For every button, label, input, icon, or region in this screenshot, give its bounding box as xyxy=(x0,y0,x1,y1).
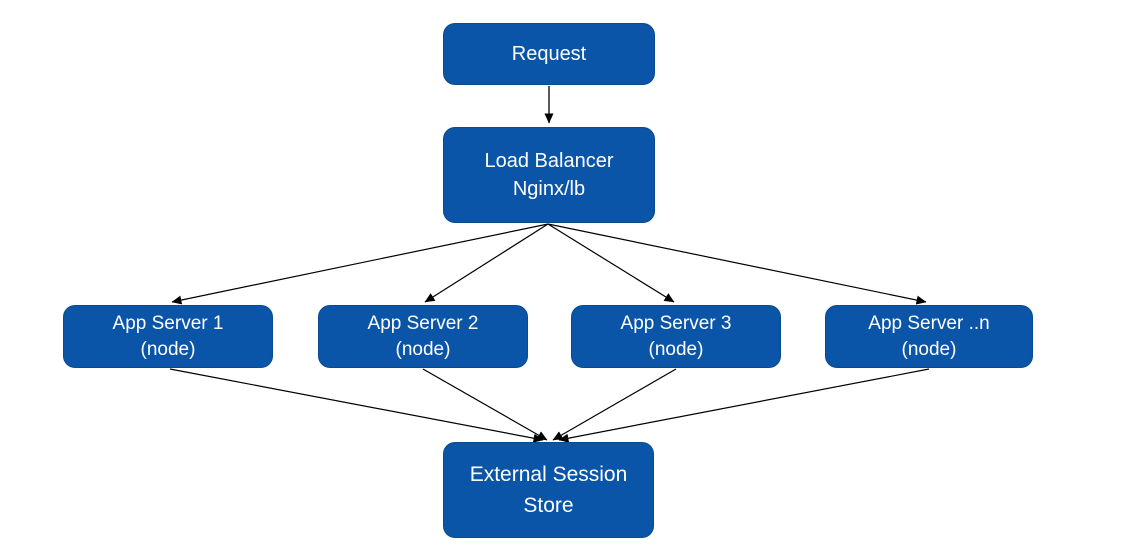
node-session-store: External Session Store xyxy=(443,442,654,538)
node-app-server-1-label-line1: App Server 1 xyxy=(112,312,224,334)
edge-app-server-2-to-session-store xyxy=(422,368,548,441)
node-app-server-3-label-line2: (node) xyxy=(648,338,704,360)
node-app-server-1-label-line2: (node) xyxy=(140,338,196,360)
edge-load-balancer-to-app-server-1 xyxy=(171,223,549,305)
node-app-server-2-label-line2: (node) xyxy=(395,338,451,360)
edge-load-balancer-to-app-server-n xyxy=(547,223,927,305)
node-app-server-2-label-line1: App Server 2 xyxy=(367,312,479,334)
node-load-balancer: Load Balancer Nginx/lb xyxy=(443,127,655,223)
edge-app-server-n-to-session-store xyxy=(558,368,930,443)
node-app-server-n-label-line2: (node) xyxy=(901,338,957,360)
node-load-balancer-label-line2: Nginx/lb xyxy=(512,178,586,200)
node-app-server-n: App Server ..n (node) xyxy=(825,305,1033,368)
node-request: Request xyxy=(443,23,655,85)
node-request-label: Request xyxy=(511,42,587,65)
edge-load-balancer-to-app-server-2 xyxy=(424,223,549,303)
edge-app-server-3-to-session-store xyxy=(552,368,677,441)
node-app-server-2: App Server 2 (node) xyxy=(318,305,528,368)
node-app-server-3-label-line1: App Server 3 xyxy=(620,312,732,334)
node-app-server-3: App Server 3 (node) xyxy=(571,305,781,368)
node-session-store-label-line2: Store xyxy=(523,494,574,517)
edge-load-balancer-to-app-server-3 xyxy=(547,223,675,303)
node-load-balancer-label-line1: Load Balancer xyxy=(484,150,614,172)
edge-app-server-1-to-session-store xyxy=(169,368,544,443)
node-app-server-1: App Server 1 (node) xyxy=(63,305,273,368)
node-session-store-label-line1: External Session xyxy=(469,463,628,486)
node-app-server-n-label-line1: App Server ..n xyxy=(868,312,990,334)
